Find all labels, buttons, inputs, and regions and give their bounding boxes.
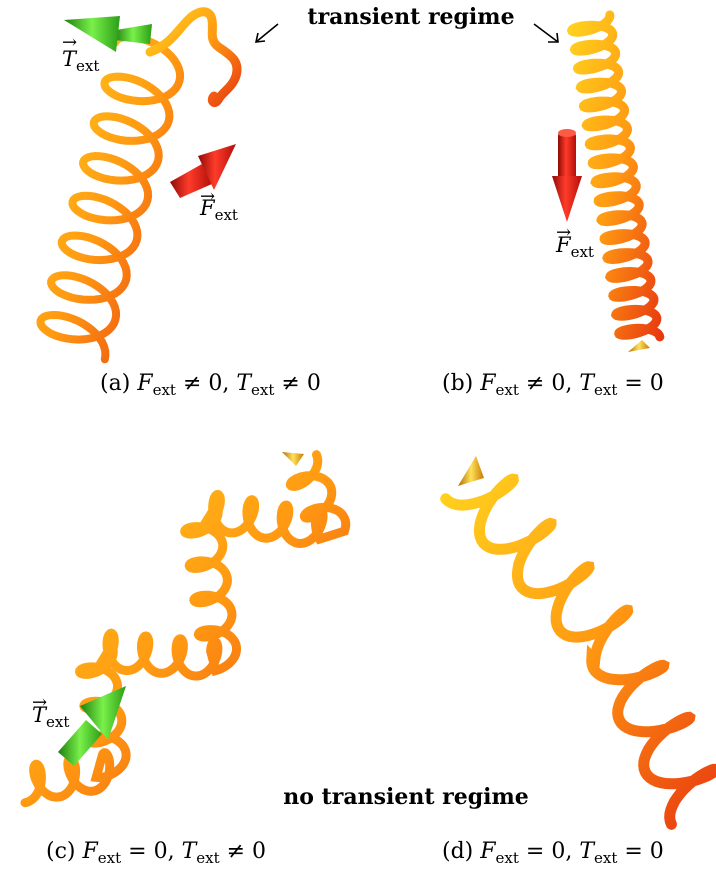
transient-annotation: transient regime xyxy=(256,4,558,42)
torque-label-c: Text xyxy=(32,703,69,731)
torque-vec-mark-a: → xyxy=(62,32,77,53)
force-arrow-b xyxy=(552,129,582,222)
force-label-b: Fext xyxy=(555,233,594,261)
caption-b: (b) Fext ≠ 0, Text = 0 xyxy=(442,371,664,399)
caption-a: (a) Fext ≠ 0, Text ≠ 0 xyxy=(100,371,321,399)
helix-c-tip xyxy=(282,452,304,466)
helix-a-transient-tail xyxy=(150,12,237,103)
panel-d xyxy=(446,456,716,824)
torque-arrow-a xyxy=(64,16,152,52)
no-transient-regime-label: no transient regime xyxy=(283,784,529,810)
helix-d-tip xyxy=(458,456,484,486)
helix-b-tip xyxy=(628,340,650,352)
panel-a: Text → → Fext xyxy=(41,12,238,360)
helix-d xyxy=(446,479,716,824)
helix-a xyxy=(41,37,181,360)
panel-b: → Fext xyxy=(552,15,660,352)
caption-c: (c) Fext = 0, Text ≠ 0 xyxy=(46,839,266,867)
caption-d: (d) Fext = 0, Text = 0 xyxy=(442,839,664,867)
force-label-a: Fext xyxy=(199,196,238,224)
panel-c: → Text xyxy=(25,452,346,803)
transient-regime-label: transient regime xyxy=(307,4,514,30)
helix-b xyxy=(572,15,660,337)
